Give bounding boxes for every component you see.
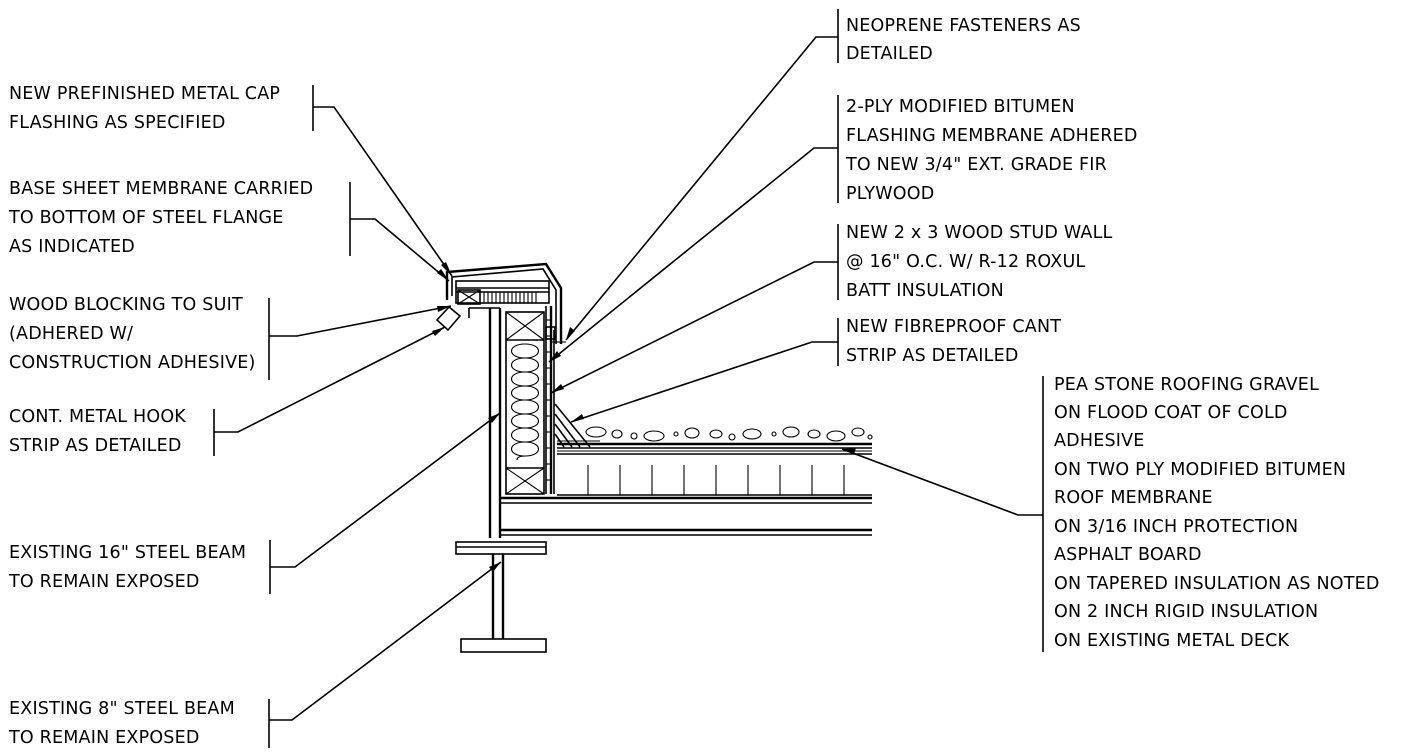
note-hook-strip: CONT. METAL HOOK STRIP AS DETAILED: [9, 407, 192, 456]
parapet-top-blocking: [455, 280, 550, 305]
note-steel-beam-8: EXISTING 8" STEEL BEAM TO REMAIN EXPOSED: [8, 699, 241, 748]
leader-neoprene: [565, 36, 838, 341]
leader-roof-assembly: [841, 448, 1043, 516]
note-cap-flashing: NEW PREFINISHED METAL CAP FLASHING AS SP…: [9, 84, 286, 133]
note-steel-beam-16: EXISTING 16" STEEL BEAM TO REMAIN EXPOSE…: [8, 543, 252, 592]
note-stud-wall: NEW 2 x 3 WOOD STUD WALL @ 16" O.C. W/ R…: [846, 223, 1118, 301]
note-base-sheet: BASE SHEET MEMBRANE CARRIED TO BOTTOM OF…: [8, 179, 319, 257]
cant-strip: [554, 403, 600, 448]
insulation-ticks: [587, 465, 845, 495]
leader-base-sheet: [350, 218, 450, 282]
leader-cant-strip: [570, 341, 838, 423]
stud-wall: [505, 311, 545, 495]
leader-stud-wall: [550, 261, 838, 394]
leader-cap-flashing: [313, 106, 453, 277]
steel-beam-16: [468, 307, 502, 538]
note-cant-strip: NEW FIBREPROOF CANT STRIP AS DETAILED: [846, 317, 1067, 366]
arrowhead-hook-strip: [432, 327, 445, 336]
leader-steel-beam-8: [269, 561, 502, 721]
note-bitumen-flashing: 2-PLY MODIFIED BITUMEN FLASHING MEMBRANE…: [845, 97, 1143, 204]
roof-assembly: [557, 426, 873, 496]
metal-hook-strip: [435, 305, 462, 332]
leader-bitumen-flashing: [548, 147, 838, 363]
note-wood-blocking: WOOD BLOCKING TO SUIT (ADHERED W/ CONSTR…: [9, 295, 256, 373]
leader-wood-blocking: [269, 305, 452, 337]
arrowhead-cant-strip: [571, 414, 584, 422]
leader-lines: [213, 9, 1044, 748]
arrowhead-neoprene: [566, 327, 575, 340]
steel-deck-beam: [500, 496, 872, 536]
steel-beam-8: [455, 541, 547, 653]
pea-gravel: [585, 426, 873, 442]
leader-steel-beam-16: [270, 412, 501, 568]
parapet-plywood-membrane: [545, 306, 556, 494]
leader-hook-strip: [214, 326, 446, 433]
arrowhead-stud-wall: [551, 384, 564, 393]
note-neoprene: NEOPRENE FASTENERS AS DETAILED: [846, 16, 1087, 64]
note-roof-assembly: PEA STONE ROOFING GRAVEL ON FLOOD COAT O…: [1054, 375, 1385, 651]
